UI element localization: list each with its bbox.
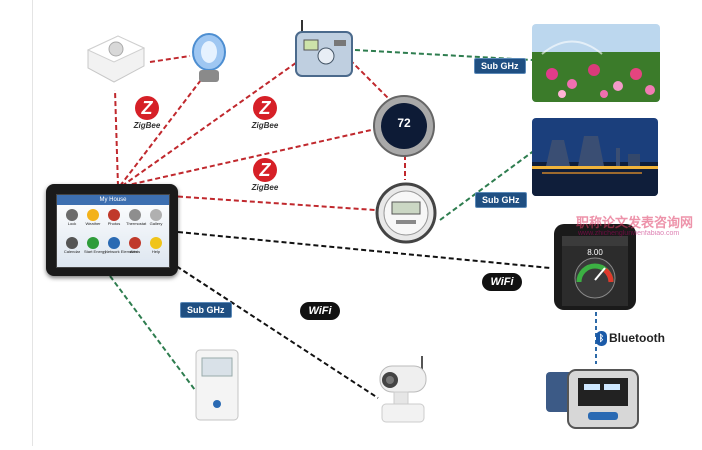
- zigbee-link-bulb: [149, 55, 191, 63]
- subghz-badge-bottom: Sub GHz: [180, 302, 232, 318]
- wifi-badge-phone: WiFi: [482, 273, 522, 291]
- hub-app-item[interactable]: Gallery: [147, 209, 165, 227]
- hub-app-icon: [150, 209, 162, 221]
- wifi-link-phone: [177, 231, 551, 269]
- zigbee-link-sprinkler-ctrl: [121, 59, 301, 187]
- motion-sensor-device: [82, 30, 148, 86]
- hub-app-icon: [129, 209, 141, 221]
- hub-app-icon: [129, 237, 141, 249]
- smart-meter-device: [374, 182, 438, 244]
- hub-app-label: Network Elements: [105, 249, 138, 254]
- hub-app-icon: [87, 237, 99, 249]
- hub-screen-title: My House: [57, 195, 169, 205]
- hub-app-item[interactable]: Network Elements: [105, 237, 138, 255]
- power-plant-photo: [532, 118, 658, 196]
- subghz-badge-top: Sub GHz: [474, 58, 526, 74]
- subghz-link-weather: [109, 275, 196, 391]
- weather-sensor-device: [194, 348, 240, 422]
- zigbee-link-sensor: [114, 89, 119, 187]
- hub-app-icon: [66, 209, 78, 221]
- hub-app-label: Help: [151, 249, 161, 254]
- thermostat-device: 72: [372, 94, 436, 158]
- zigbee-link-ctrl-thermo: [349, 59, 396, 106]
- hub-app-item[interactable]: Calendar: [63, 237, 81, 255]
- zigbee-label: ZigBee: [251, 183, 279, 192]
- bluetooth-icon: ᛒ: [596, 331, 607, 347]
- hub-app-label: Weather: [85, 221, 101, 226]
- zigbee-link-meter: [169, 195, 376, 211]
- hub-app-item[interactable]: Thermostat: [126, 209, 147, 227]
- sprinkler-controller-device: [294, 18, 354, 84]
- hub-app-label: Thermostat: [126, 221, 147, 226]
- hub-app-label: Photos: [107, 221, 121, 226]
- zigbee-link-lamp: [119, 75, 205, 187]
- hub-app-item[interactable]: Alerts: [126, 237, 144, 255]
- page-edge-line: [32, 0, 33, 446]
- subghz-badge-mid: Sub GHz: [475, 192, 527, 208]
- hub-app-label: Alerts: [129, 249, 141, 254]
- hub-app-label: Gallery: [149, 221, 163, 226]
- hub-app-item[interactable]: Weather: [84, 209, 102, 227]
- hub-app-icon: [108, 237, 120, 249]
- hub-app-icon: [108, 209, 120, 221]
- hub-app-item[interactable]: Photos: [105, 209, 123, 227]
- hub-app-label: Start Energy: [84, 249, 107, 254]
- zigbee-label: ZigBee: [133, 121, 161, 130]
- hub-app-item[interactable]: Help: [147, 237, 165, 255]
- hub-app-icon: [150, 237, 162, 249]
- subghz-link-plant: [439, 149, 536, 221]
- phone-reading: 8.00: [587, 248, 603, 257]
- security-camera-device: [370, 354, 438, 426]
- wifi-badge-camera: WiFi: [300, 302, 340, 320]
- zigbee-link-thermostat: [123, 127, 381, 187]
- hub-app-label: Lock: [67, 221, 77, 226]
- hub-app-item[interactable]: Start Energy: [84, 237, 107, 255]
- thermostat-reading: 72: [397, 116, 411, 130]
- smartphone-device: 8.00: [550, 222, 640, 312]
- hub-app-item[interactable]: Lock: [63, 209, 81, 227]
- zigbee-label: ZigBee: [251, 121, 279, 130]
- blood-pressure-monitor-device: [544, 362, 640, 432]
- hub-app-icon: [66, 237, 78, 249]
- smart-lamp-device: [186, 30, 232, 86]
- hub-app-icon: [87, 209, 99, 221]
- watermark-url: www.zhichenglunwenfabiao.com: [578, 230, 680, 237]
- bluetooth-label: Bluetooth: [609, 331, 665, 345]
- watermark-title: 职称论文发表咨询网: [576, 215, 694, 230]
- wifi-link-camera: [169, 261, 379, 399]
- hub-app-label: Calendar: [63, 249, 81, 254]
- garden-sprinkler-photo: [532, 24, 660, 102]
